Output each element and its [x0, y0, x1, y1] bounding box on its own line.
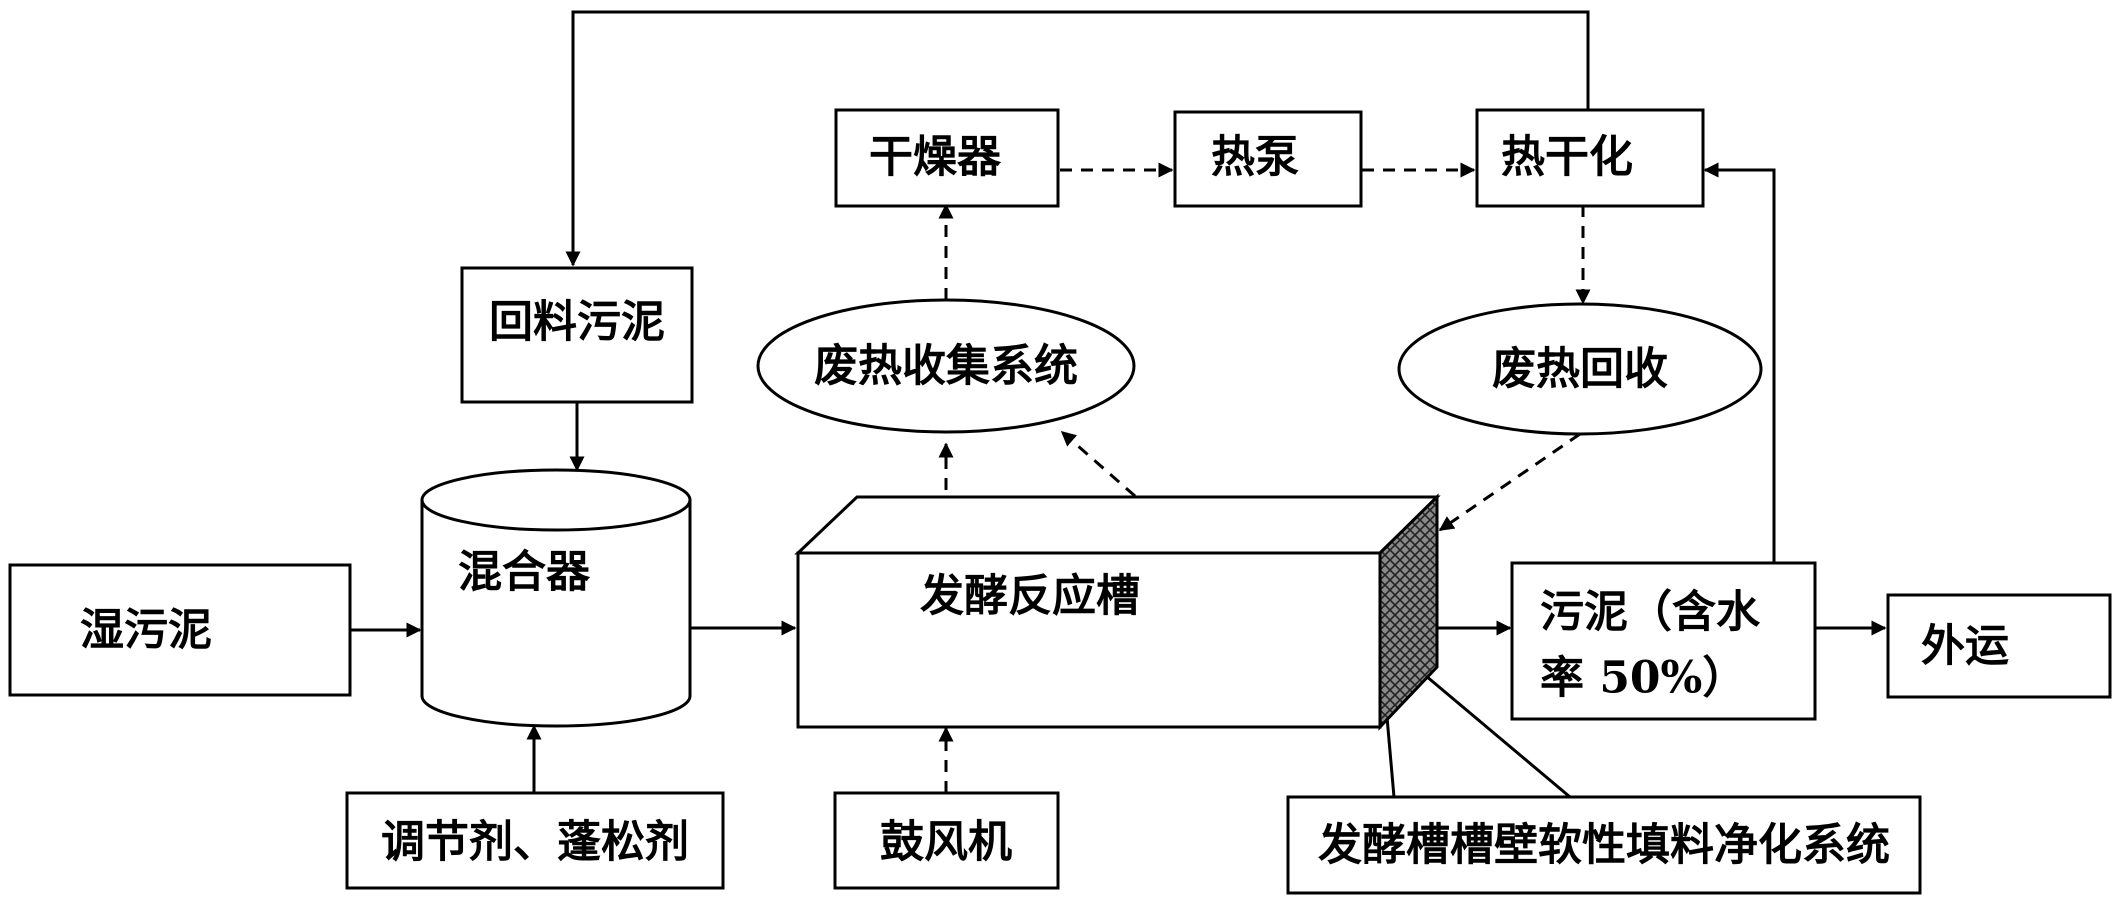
- sludge-output-box: 污泥（含水 率 50%）: [1510, 561, 1817, 721]
- waste-heat-collection-label: 废热收集系统: [814, 341, 1078, 392]
- return-sludge-label: 回料污泥: [489, 297, 665, 348]
- outbound-box: 外运: [1886, 593, 2112, 699]
- wet-sludge-box: 湿污泥: [8, 563, 352, 697]
- conditioner-label: 调节剂、蓬松剂: [381, 817, 689, 868]
- waste-heat-collection-ellipse: 废热收集系统: [756, 298, 1136, 434]
- fermentation-tank-label: 发酵反应槽: [920, 571, 1140, 622]
- return-loop-arrow: [565, 10, 1590, 267]
- sludge-output-label-line1: 污泥（含水: [1540, 587, 1761, 638]
- heat-pump-box: 热泵: [1173, 110, 1363, 208]
- wall-purification-label: 发酵槽槽壁软性填料净化系统: [1318, 820, 1890, 871]
- waste-heat-recovery-ellipse: 废热回收: [1397, 302, 1763, 436]
- dryer-label: 干燥器: [869, 132, 1002, 183]
- blower-box: 鼓风机: [833, 791, 1060, 890]
- wet-sludge-label: 湿污泥: [80, 605, 212, 656]
- sludge-output-label-line2: 率 50%）: [1540, 653, 1746, 704]
- mixer-cylinder: 混合器: [420, 468, 692, 728]
- blower-label: 鼓风机: [880, 817, 1012, 868]
- heat-pump-label: 热泵: [1211, 132, 1299, 183]
- fermentation-tank: 发酵反应槽: [794, 493, 1441, 731]
- arrow-sludge-to-thermal: [1703, 162, 1776, 563]
- conditioner-box: 调节剂、蓬松剂: [345, 791, 725, 890]
- arrow-tank-to-collection-diagonal: [1060, 430, 1136, 498]
- dryer-box: 干燥器: [834, 108, 1060, 208]
- arrow-recovery-to-wall: [1438, 432, 1581, 532]
- wall-purification-box: 发酵槽槽壁软性填料净化系统: [1286, 795, 1922, 895]
- mixer-label: 混合器: [458, 547, 591, 598]
- thermal-drying-box: 热干化: [1475, 108, 1705, 208]
- waste-heat-recovery-label: 废热回收: [1492, 344, 1668, 395]
- outbound-label: 外运: [1921, 621, 2009, 672]
- return-sludge-box: 回料污泥: [460, 266, 694, 404]
- thermal-drying-label: 热干化: [1501, 132, 1633, 183]
- callout-line-2: [1406, 658, 1571, 799]
